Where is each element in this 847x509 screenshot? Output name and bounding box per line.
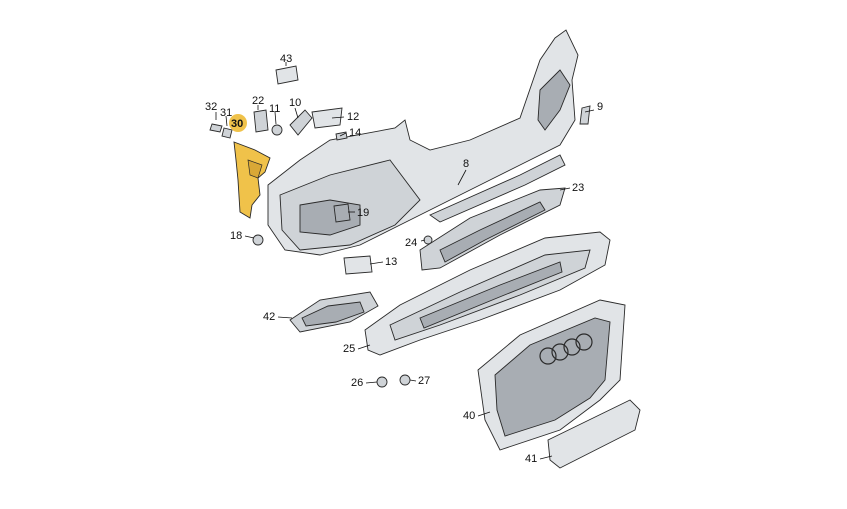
bracket-30-highlighted (233, 141, 271, 219)
screw-24 (423, 235, 433, 245)
callout-31: 31 (220, 107, 232, 119)
callout-23: 23 (572, 182, 584, 194)
callout-13: 13 (385, 256, 397, 268)
callout-11: 11 (269, 103, 280, 115)
fog-light-mount-19 (333, 203, 351, 223)
undertray-25 (364, 231, 611, 356)
callout-22: 22 (252, 95, 264, 107)
callout-43: 43 (280, 53, 292, 65)
callout-labels: 43 22 10 32 31 11 12 30 14 9 8 23 19 18 … (205, 53, 603, 465)
callout-40: 40 (463, 410, 475, 422)
callout-30: 30 (231, 118, 243, 130)
absorber-23 (419, 187, 566, 271)
bumper-cover (267, 29, 579, 256)
callout-41: 41 (525, 453, 537, 465)
clip-13 (343, 255, 373, 275)
callout-12: 12 (347, 111, 359, 123)
callout-26: 26 (351, 377, 363, 389)
callout-32: 32 (205, 101, 217, 113)
plate-holder-41 (547, 399, 641, 469)
leader-lines (215, 62, 595, 460)
callout-10: 10 (289, 97, 301, 109)
callout-9: 9 (597, 101, 603, 113)
callout-19: 19 (357, 207, 369, 219)
callout-27: 27 (418, 375, 430, 387)
screw-18 (252, 234, 264, 246)
small-clips-top (209, 65, 591, 141)
screw-26 (376, 376, 388, 388)
callout-30-highlight (229, 114, 247, 132)
callout-24: 24 (405, 237, 417, 249)
callout-18: 18 (230, 230, 242, 242)
callout-14: 14 (349, 127, 361, 139)
callout-8: 8 (463, 158, 469, 170)
side-grille-42 (289, 291, 379, 333)
main-grille-40 (477, 299, 626, 451)
callout-42: 42 (263, 311, 275, 323)
callout-25: 25 (343, 343, 355, 355)
screw-27 (399, 374, 411, 386)
